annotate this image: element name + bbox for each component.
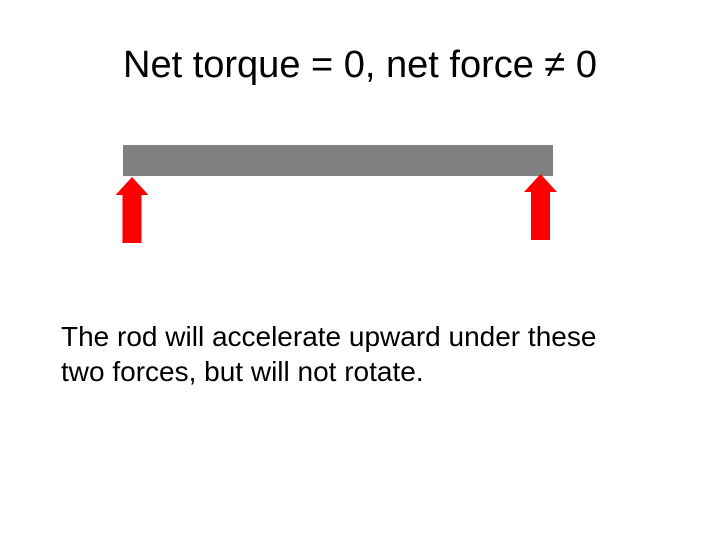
caption-line-2: two forces, but will not rotate. [61,356,424,387]
slide-title: Net torque = 0, net force ≠ 0 [123,44,597,86]
right-up-arrow-icon [524,174,557,240]
caption-line-1: The rod will accelerate upward under the… [61,321,597,352]
left-up-arrow-icon [115,177,149,243]
caption: The rod will accelerate upward under the… [61,319,596,389]
rod [123,145,553,176]
